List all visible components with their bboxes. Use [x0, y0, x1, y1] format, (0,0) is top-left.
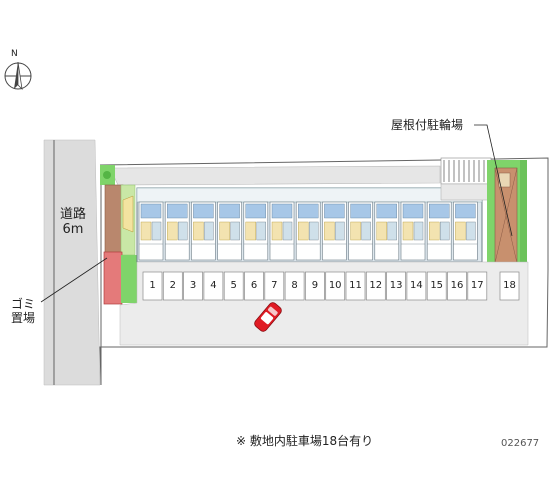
parking-slot [365, 271, 386, 301]
garbage-label-line1: ゴミ [10, 297, 35, 311]
parking-slot [305, 271, 325, 301]
apartment-unit [374, 201, 400, 261]
parking-slot [345, 271, 366, 301]
parking-slot [467, 271, 488, 301]
parking-slot [426, 271, 447, 301]
parking-slot [386, 271, 406, 301]
apartment-unit [164, 201, 190, 261]
garbage-grass [121, 255, 137, 303]
parking-slot-number: 7 [271, 280, 278, 291]
bicycle-parking-label: 屋根付駐輪場 [391, 118, 464, 132]
parking-slot-number: 14 [410, 280, 423, 291]
parking-slot-number: 6 [250, 280, 258, 291]
garbage-label-line2: 置場 [10, 310, 35, 325]
parking-slot-number: 12 [369, 280, 383, 291]
parking-slot-number: 2 [169, 280, 176, 291]
garbage-area [103, 251, 123, 305]
access-path [109, 165, 441, 186]
parking-slot [244, 271, 264, 301]
parking-slot [447, 271, 467, 301]
apartment-units [138, 201, 478, 261]
road-name: 道路 [59, 207, 86, 222]
parking-slot-number: 5 [230, 280, 237, 291]
parking-slot-number: 3 [189, 280, 197, 291]
parking-slot [499, 271, 520, 301]
parking-slot-number: 11 [349, 280, 362, 291]
apartment-unit [269, 201, 295, 261]
parking-slot-number: 10 [328, 280, 342, 291]
bicycle-leader-line [474, 124, 513, 237]
apartment-unit [295, 201, 321, 261]
apartment-unit [191, 201, 216, 261]
road-label: 道路 6m [56, 207, 90, 238]
apartment-unit [217, 201, 242, 261]
stairs [122, 195, 134, 233]
garbage-label: ゴミ 置場 [6, 297, 40, 326]
parking-slot-number: 1 [149, 280, 156, 291]
parking-slot [162, 271, 183, 301]
apartment-unit [400, 201, 426, 261]
parking-slot-number: 17 [470, 280, 484, 291]
planting-area [100, 165, 115, 185]
parking-slot-number: 13 [389, 280, 403, 291]
parking-slots [142, 271, 520, 301]
apartment-unit [138, 201, 164, 261]
road [43, 139, 101, 386]
map-code: 022677 [501, 438, 540, 449]
apartment-unit [348, 201, 373, 261]
parking-slot-number: 8 [291, 280, 298, 291]
building-corridor [136, 187, 483, 203]
north-arrow-icon [4, 61, 32, 91]
parking-slot [183, 271, 203, 301]
red-car-icon [254, 302, 282, 332]
right-green-edge [520, 160, 527, 265]
apartment-unit [243, 201, 269, 261]
parking-slot [223, 271, 244, 301]
parking-slot [325, 271, 346, 301]
apartment-unit [426, 201, 452, 261]
parking-slot-number: 4 [210, 280, 217, 291]
parking-slot [406, 271, 427, 301]
road-width: 6m [62, 221, 84, 237]
parking-slot [284, 271, 305, 301]
parking-slot [203, 271, 224, 301]
parking-slot [142, 271, 163, 301]
parking-slot-number: 18 [503, 280, 516, 291]
garbage-leader-line [40, 257, 108, 303]
parking-slot-number: 16 [450, 280, 464, 291]
parking-slot-number: 9 [311, 280, 319, 291]
footnote: ※ 敷地内駐車場18台有り [236, 434, 374, 448]
bicycle-parking-area [440, 157, 492, 201]
parking-slot-number: 15 [430, 280, 444, 291]
apartment-unit [322, 201, 347, 261]
apartment-unit [453, 201, 478, 261]
compass-north-label: N [11, 49, 18, 59]
parking-slot [264, 271, 285, 301]
entrance-brick [104, 184, 124, 256]
